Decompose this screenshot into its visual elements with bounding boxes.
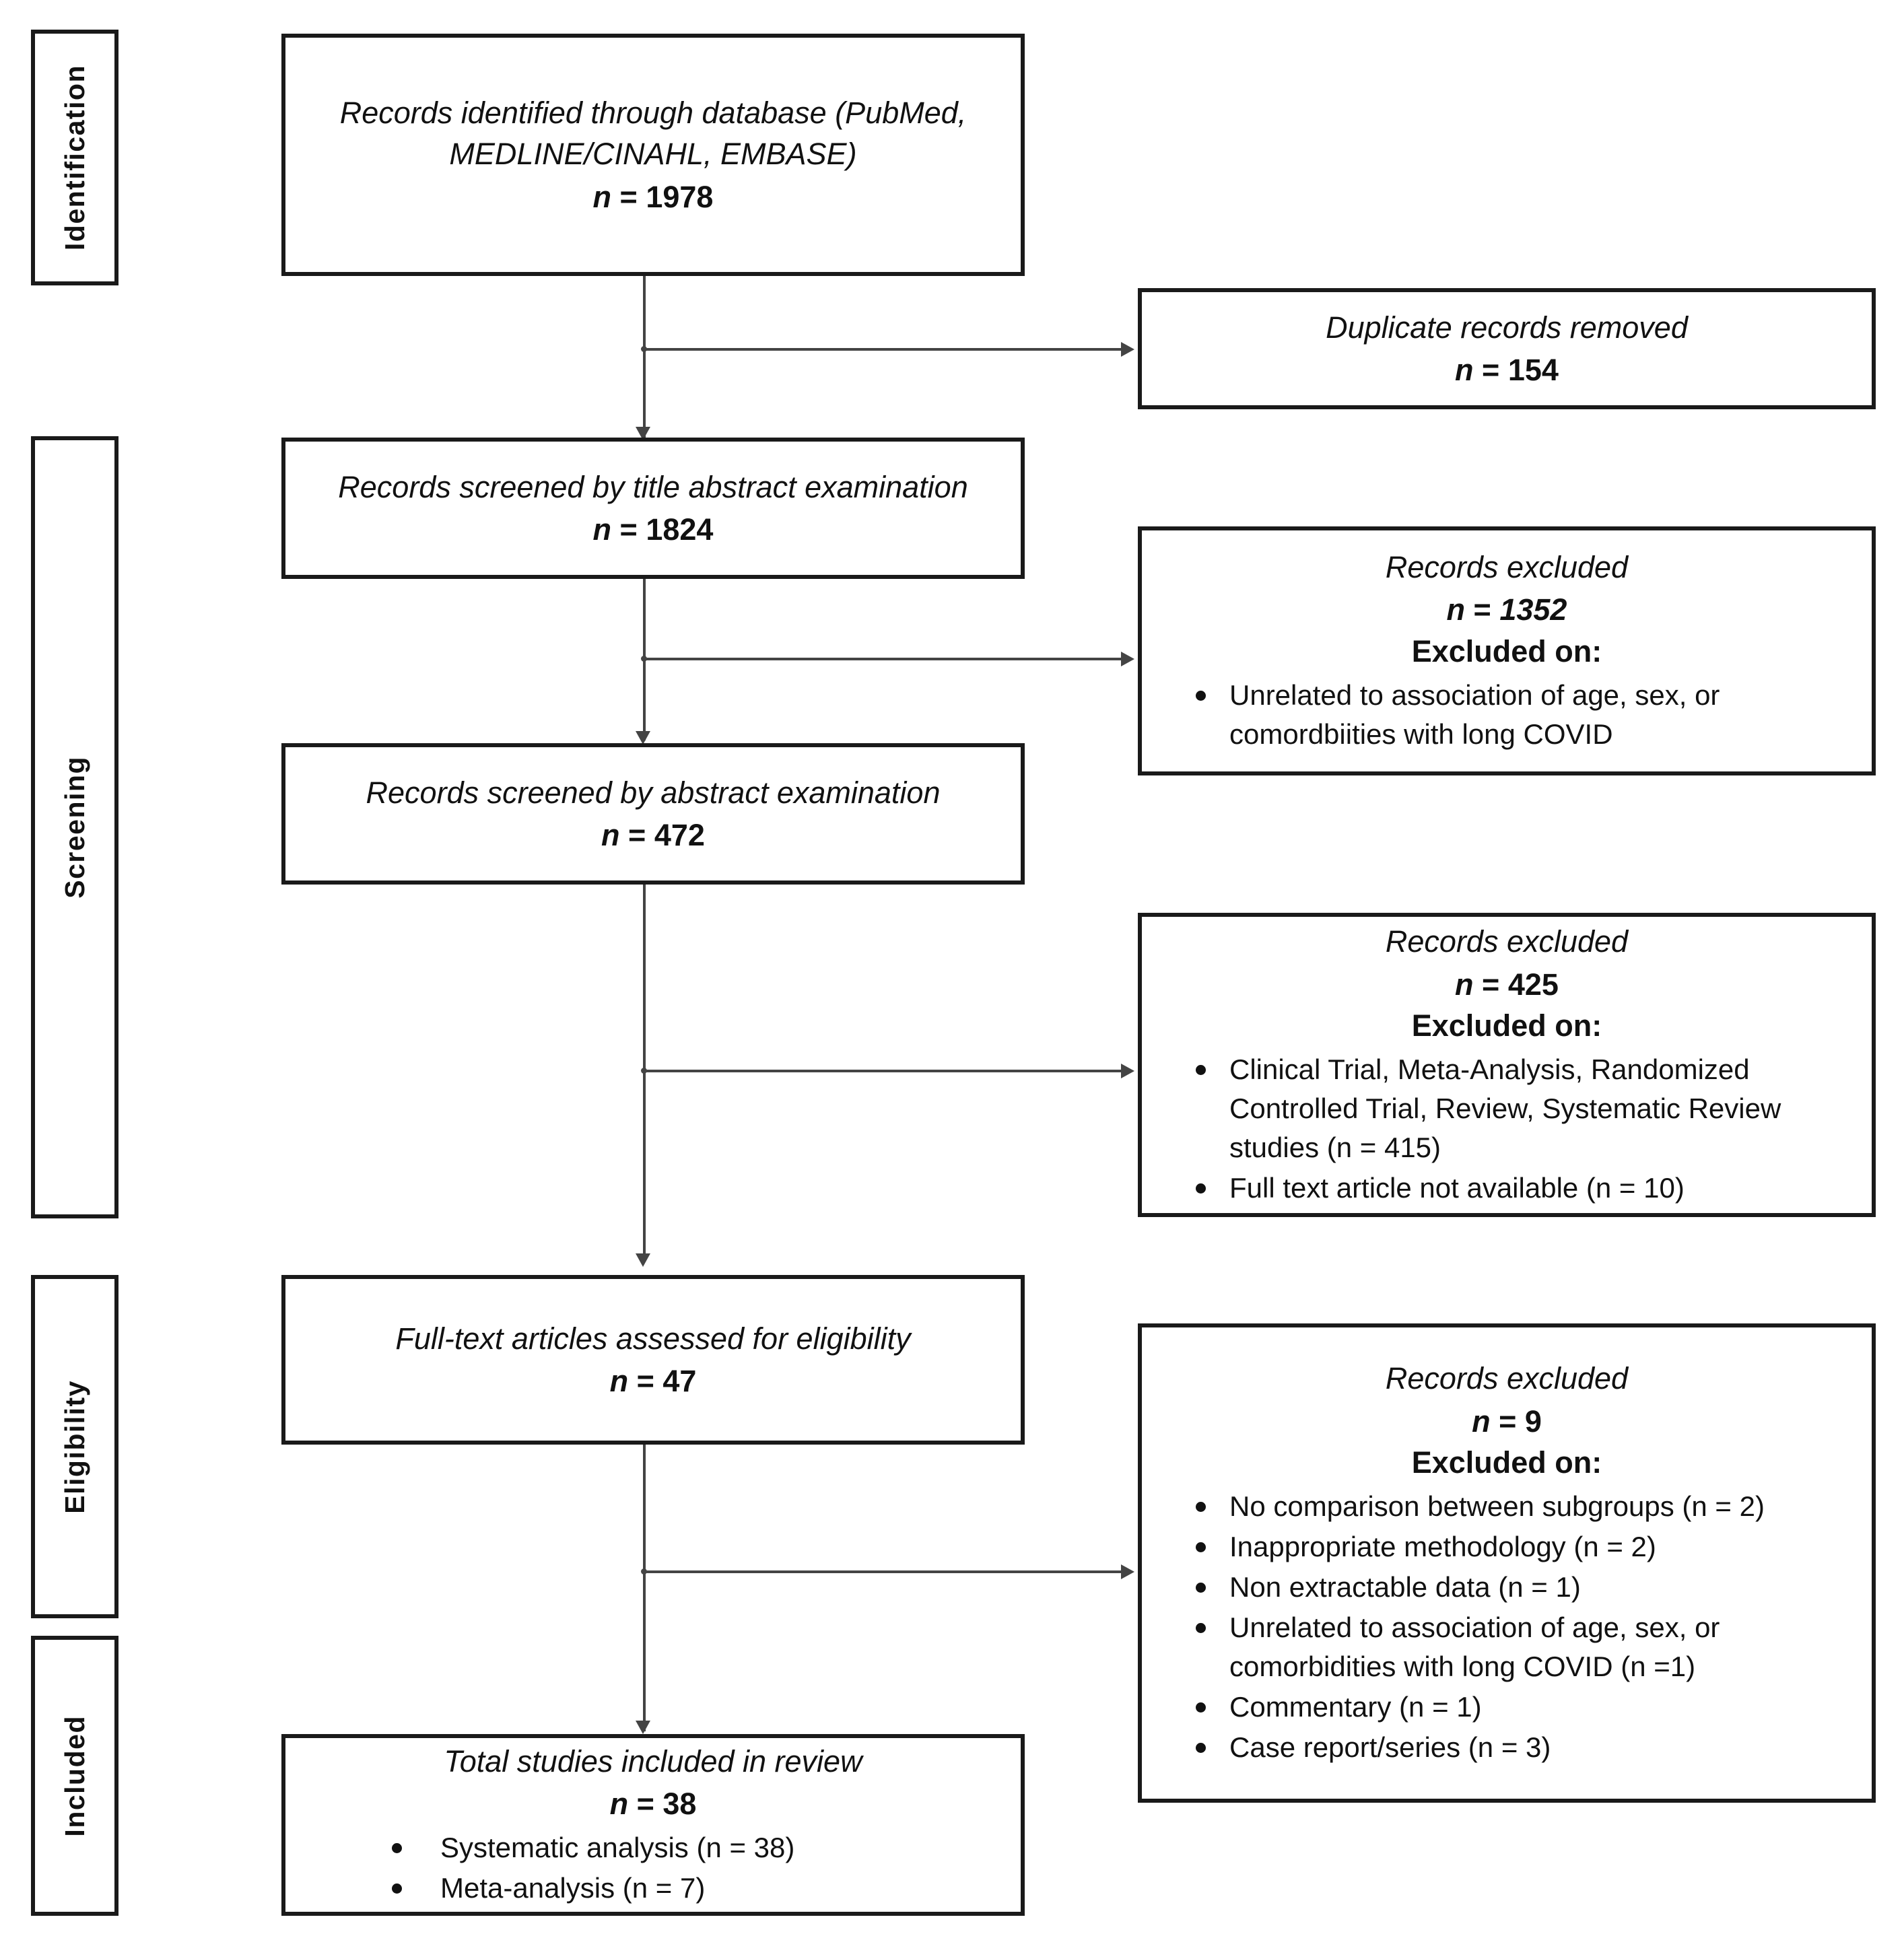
arrow-right-to-excluded-425 bbox=[1121, 1064, 1134, 1078]
stage-box-identification: Identification bbox=[31, 30, 118, 285]
records-excluded-9-bullet-list: No comparison between subgroups (n = 2) … bbox=[1155, 1487, 1858, 1767]
arrow-down-to-screened bbox=[636, 427, 650, 440]
list-item: Unrelated to association of age, sex, or… bbox=[1190, 1608, 1858, 1686]
arrow-right-to-duplicates bbox=[1121, 342, 1134, 357]
records-excluded-425-excluded-on-label: Excluded on: bbox=[1411, 1008, 1602, 1043]
n-equals: = bbox=[611, 179, 646, 214]
n-equals: = bbox=[628, 1787, 663, 1822]
list-item: Full text article not available (n = 10) bbox=[1190, 1169, 1858, 1208]
total-included-title: Total studies included in review bbox=[444, 1743, 862, 1778]
fulltext-assessed-title: Full-text articles assessed for eligibil… bbox=[395, 1321, 911, 1356]
flow-box-records-screened-title-abstract: Records screened by title abstract exami… bbox=[281, 438, 1025, 579]
n-equals: = bbox=[628, 1364, 663, 1398]
arrow-right-to-excluded-1352 bbox=[1121, 652, 1134, 666]
list-item: Non extractable data (n = 1) bbox=[1190, 1568, 1858, 1607]
n-symbol: n bbox=[1455, 353, 1474, 387]
n-equals: = bbox=[619, 818, 654, 852]
records-screened-title-abstract-count: n = 1824 bbox=[299, 509, 1007, 550]
n-value: 1824 bbox=[646, 512, 714, 547]
total-included-bullet-list: Systematic analysis (n = 38) Meta-analys… bbox=[299, 1828, 1007, 1908]
n-value: 154 bbox=[1507, 353, 1559, 387]
records-excluded-1352-count: n = 1352 bbox=[1155, 589, 1858, 630]
records-excluded-425-count: n = 425 bbox=[1155, 964, 1858, 1005]
duplicates-removed-count: n = 154 bbox=[1155, 349, 1858, 390]
arrow-right-to-excluded-9 bbox=[1121, 1564, 1134, 1579]
connector-to-excluded-9 bbox=[643, 1570, 1121, 1573]
n-symbol: n bbox=[1472, 1404, 1491, 1439]
n-equals: = bbox=[1473, 353, 1508, 387]
total-included-count: n = 38 bbox=[299, 1783, 1007, 1824]
stage-box-included: Included bbox=[31, 1636, 118, 1916]
n-symbol: n bbox=[609, 1787, 629, 1822]
list-item: Case report/series (n = 3) bbox=[1190, 1728, 1858, 1767]
records-screened-title-abstract-title: Records screened by title abstract exami… bbox=[338, 469, 968, 504]
connector-to-excluded-1352 bbox=[643, 658, 1121, 660]
n-equals: = bbox=[611, 512, 646, 547]
list-item: Systematic analysis (n = 38) bbox=[386, 1828, 1007, 1867]
flow-box-records-excluded-425: Records excluded n = 425 Excluded on: Cl… bbox=[1138, 913, 1876, 1217]
stage-label-screening: Screening bbox=[59, 756, 90, 899]
flow-box-total-included: Total studies included in review n = 38 … bbox=[281, 1734, 1025, 1916]
n-symbol: n bbox=[601, 818, 620, 852]
n-equals: = bbox=[1465, 592, 1500, 627]
n-equals: = bbox=[1473, 967, 1508, 1002]
list-item: Unrelated to association of age, sex, or… bbox=[1190, 676, 1858, 754]
n-equals: = bbox=[1490, 1404, 1525, 1439]
n-value: 47 bbox=[662, 1364, 697, 1398]
n-value: 472 bbox=[654, 818, 705, 852]
n-symbol: n bbox=[609, 1364, 629, 1398]
list-item: Inappropriate methodology (n = 2) bbox=[1190, 1527, 1858, 1566]
records-screened-abstract-title: Records screened by abstract examination bbox=[366, 775, 941, 810]
arrow-down-to-included bbox=[636, 1721, 650, 1734]
stage-box-eligibility: Eligibility bbox=[31, 1275, 118, 1618]
records-identified-title-line-1: Records identified through database (Pub… bbox=[339, 96, 967, 131]
flow-box-fulltext-assessed: Full-text articles assessed for eligibil… bbox=[281, 1275, 1025, 1445]
n-symbol: n bbox=[1455, 967, 1474, 1002]
records-excluded-1352-title: Records excluded bbox=[1385, 550, 1629, 585]
stage-label-identification: Identification bbox=[59, 64, 90, 251]
records-identified-count: n = 1978 bbox=[299, 176, 1007, 217]
records-excluded-1352-bullet-list: Unrelated to association of age, sex, or… bbox=[1155, 676, 1858, 754]
flow-box-records-identified: Records identified through database (Pub… bbox=[281, 34, 1025, 276]
connector-identified-to-screened bbox=[643, 275, 646, 438]
flow-box-duplicates-removed: Duplicate records removed n = 154 bbox=[1138, 288, 1876, 409]
records-excluded-1352-excluded-on-label: Excluded on: bbox=[1411, 633, 1602, 668]
records-excluded-425-title: Records excluded bbox=[1385, 924, 1629, 959]
n-value: 38 bbox=[662, 1787, 697, 1822]
stage-label-included: Included bbox=[59, 1715, 90, 1837]
records-excluded-9-count: n = 9 bbox=[1155, 1401, 1858, 1442]
arrow-down-to-abstract bbox=[636, 731, 650, 745]
connector-fulltext-to-included bbox=[643, 1442, 646, 1731]
list-item: No comparison between subgroups (n = 2) bbox=[1190, 1487, 1858, 1526]
list-item: Meta-analysis (n = 7) bbox=[386, 1869, 1007, 1908]
n-value: 1978 bbox=[646, 179, 714, 214]
connector-to-excluded-425 bbox=[643, 1070, 1121, 1072]
n-value: 425 bbox=[1507, 967, 1559, 1002]
list-item: Commentary (n = 1) bbox=[1190, 1688, 1858, 1727]
n-symbol: n bbox=[1446, 592, 1466, 627]
records-excluded-425-bullet-list: Clinical Trial, Meta-Analysis, Randomize… bbox=[1155, 1050, 1858, 1208]
connector-to-duplicates bbox=[643, 348, 1121, 351]
n-symbol: n bbox=[592, 179, 612, 214]
n-value: 9 bbox=[1524, 1404, 1542, 1439]
n-value: 1352 bbox=[1499, 592, 1567, 627]
stage-label-eligibility: Eligibility bbox=[59, 1379, 90, 1514]
list-item: Clinical Trial, Meta-Analysis, Randomize… bbox=[1190, 1050, 1858, 1167]
n-symbol: n bbox=[592, 512, 612, 547]
flow-box-records-excluded-1352: Records excluded n = 1352 Excluded on: U… bbox=[1138, 526, 1876, 775]
flow-box-records-screened-abstract: Records screened by abstract examination… bbox=[281, 743, 1025, 885]
records-screened-abstract-count: n = 472 bbox=[299, 815, 1007, 856]
duplicates-removed-title: Duplicate records removed bbox=[1326, 310, 1688, 345]
records-excluded-9-title: Records excluded bbox=[1385, 1361, 1629, 1396]
stage-box-screening: Screening bbox=[31, 436, 118, 1218]
records-identified-title-line-2: MEDLINE/CINAHL, EMBASE) bbox=[449, 137, 857, 172]
fulltext-assessed-count: n = 47 bbox=[299, 1360, 1007, 1402]
flow-box-records-excluded-9: Records excluded n = 9 Excluded on: No c… bbox=[1138, 1323, 1876, 1803]
arrow-down-to-fulltext bbox=[636, 1253, 650, 1267]
records-excluded-9-excluded-on-label: Excluded on: bbox=[1411, 1445, 1602, 1480]
